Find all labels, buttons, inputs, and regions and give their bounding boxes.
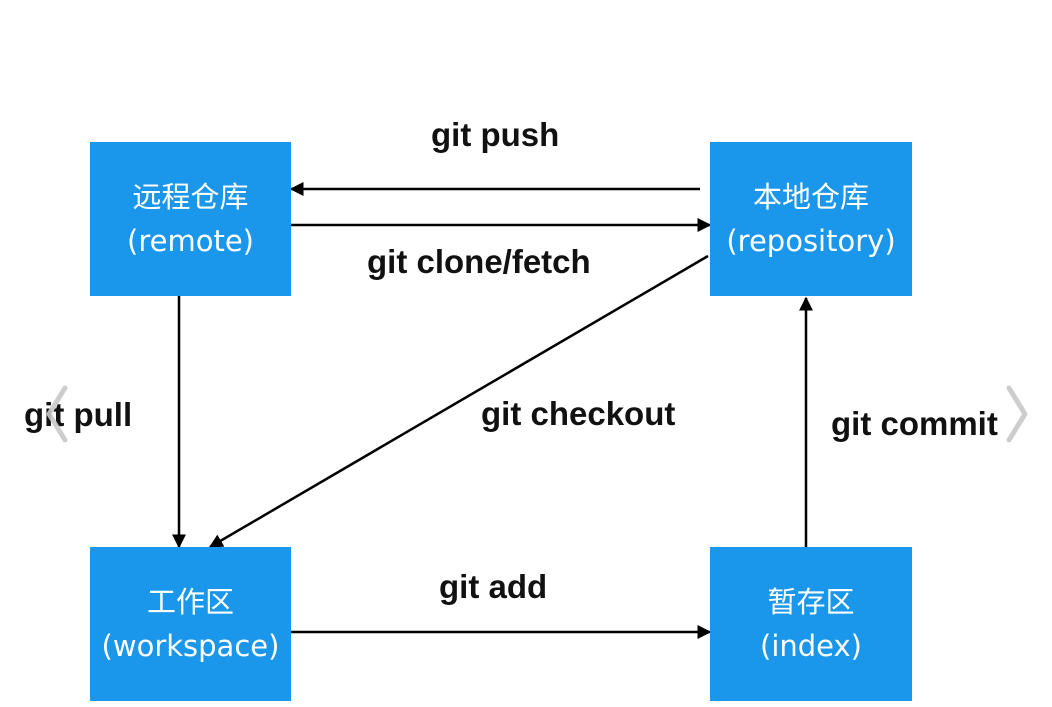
index-node-subtitle: (index) — [760, 629, 862, 663]
checkout-arrow — [208, 254, 709, 549]
chevron-right-icon-shape — [1006, 385, 1028, 443]
workspace-node-subtitle: (workspace) — [101, 629, 280, 663]
repository-node-title: 本地仓库 — [752, 180, 869, 214]
remote-node: 远程仓库 (remote) — [90, 142, 291, 296]
chevron-left-icon-shape — [46, 385, 68, 443]
repository-node-subtitle: (repository) — [726, 224, 896, 258]
index-node: 暂存区 (index) — [710, 547, 912, 701]
push-label: git push — [431, 116, 560, 153]
workspace-node: 工作区 (workspace) — [90, 547, 291, 701]
pull-label: git pull — [24, 396, 133, 433]
checkout-label: git checkout — [481, 395, 676, 432]
index-node-title: 暂存区 — [767, 585, 855, 619]
clone-fetch-label: git clone/fetch — [367, 243, 591, 280]
chevron-left-icon[interactable] — [40, 376, 74, 452]
workspace-node-title: 工作区 — [146, 585, 234, 619]
commit-label: git commit — [831, 405, 998, 442]
add-label: git add — [439, 568, 548, 605]
remote-node-title: 远程仓库 — [132, 180, 249, 214]
repository-node: 本地仓库 (repository) — [710, 142, 912, 296]
chevron-right-icon[interactable] — [1000, 376, 1034, 452]
remote-node-subtitle: (remote) — [127, 224, 254, 258]
